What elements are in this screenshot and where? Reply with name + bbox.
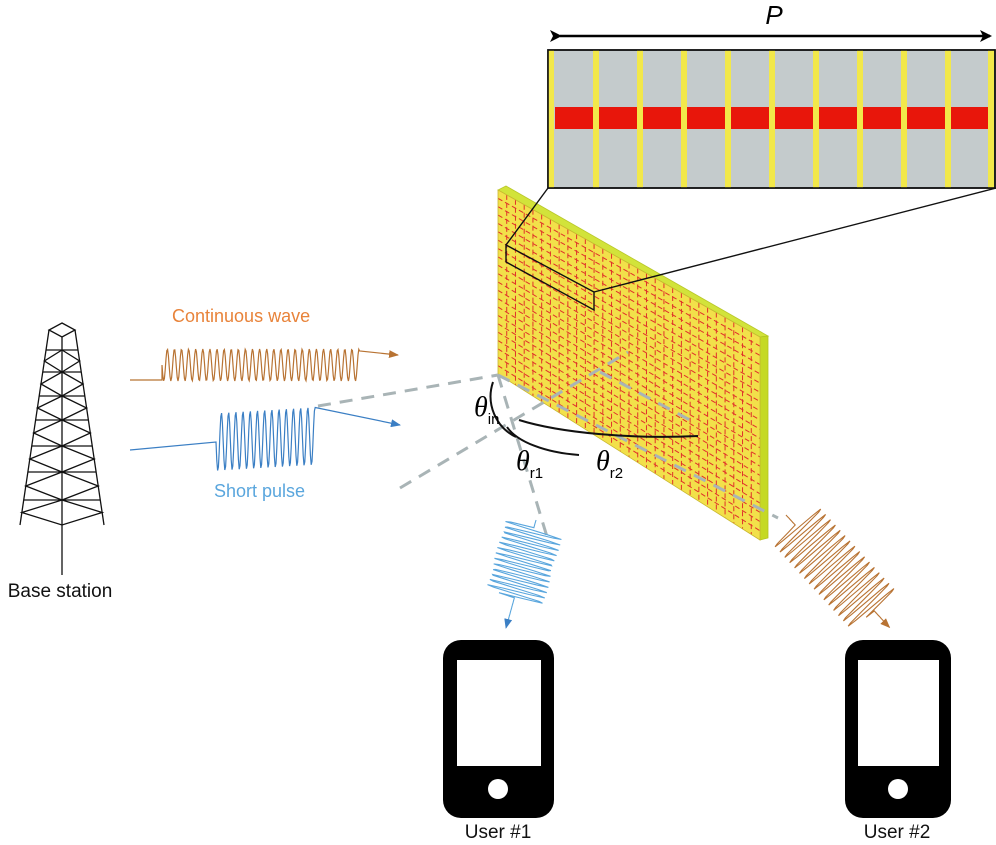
metasurface-panel xyxy=(497,185,770,541)
base-station-label: Base station xyxy=(8,581,113,602)
theta-r1-label: θr1 xyxy=(516,446,543,482)
smartphone-icon xyxy=(845,640,951,818)
reflected-continuous-wave xyxy=(774,508,895,629)
continuous-wave-signal xyxy=(130,347,399,383)
user2-label: User #2 xyxy=(864,822,931,843)
user1-label: User #1 xyxy=(465,822,532,843)
continuous-wave-label: Continuous wave xyxy=(172,306,310,326)
ray-paths xyxy=(317,350,779,541)
period-label: P xyxy=(765,0,783,30)
transmission-tower-icon xyxy=(19,322,105,575)
short-pulse-label: Short pulse xyxy=(214,481,305,501)
angle-arcs xyxy=(489,381,699,456)
reflected-short-pulse xyxy=(487,519,562,629)
theta-in-label: θin xyxy=(474,392,499,428)
short-pulse-signal xyxy=(129,406,401,471)
smartphone-icon xyxy=(443,640,554,818)
theta-r2-label: θr2 xyxy=(596,446,623,482)
unit-cell-zoom xyxy=(505,49,996,312)
